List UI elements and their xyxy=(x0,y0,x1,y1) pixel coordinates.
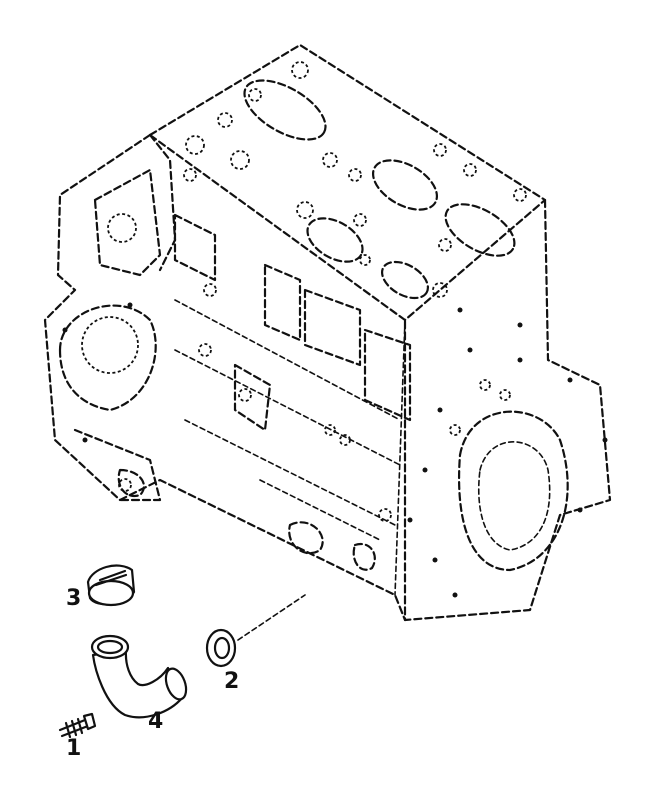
bolt-icon xyxy=(58,712,97,739)
callout-3: 3 xyxy=(66,586,81,611)
filler-cap-icon xyxy=(86,564,136,607)
elbow-tube-icon xyxy=(90,634,188,719)
callout-4: 4 xyxy=(148,709,163,734)
callout-1: 1 xyxy=(66,736,81,761)
gasket-ring-icon xyxy=(205,628,237,668)
callout-2: 2 xyxy=(224,669,239,694)
engine-block-icon xyxy=(43,43,612,622)
leader-line xyxy=(237,594,306,641)
